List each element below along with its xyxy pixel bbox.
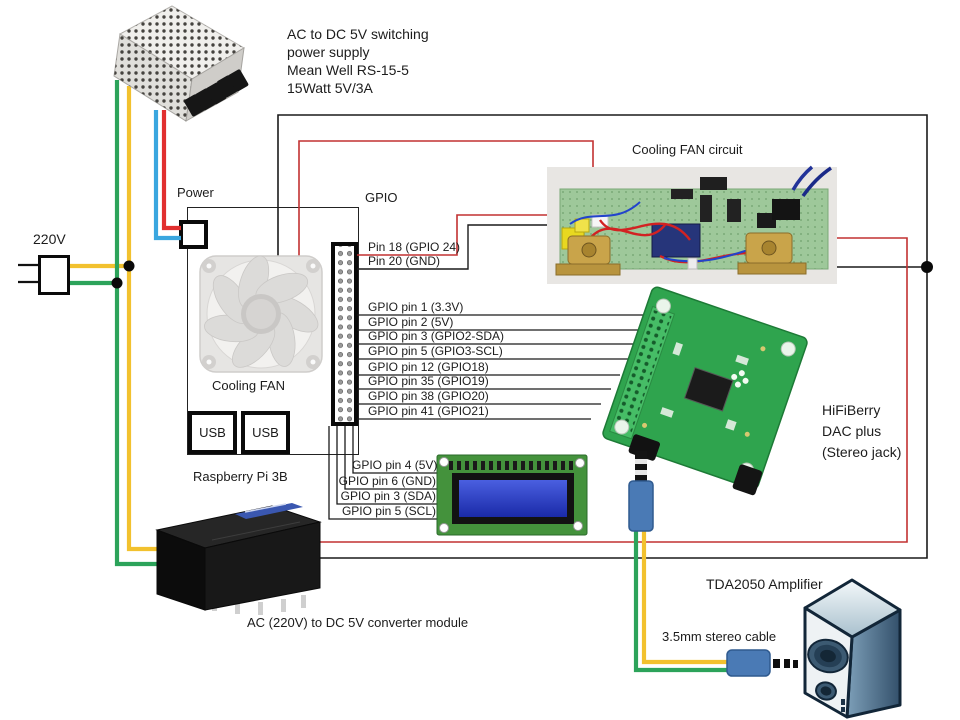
gpio-header-connector [331,242,358,426]
usb-port-1-label: USB [199,425,226,440]
usb-port-2: USB [241,411,290,454]
usb-port-1: USB [188,411,237,454]
mains-plug-box [38,255,70,295]
power-connector [179,220,208,249]
usb-port-2-label: USB [252,425,279,440]
